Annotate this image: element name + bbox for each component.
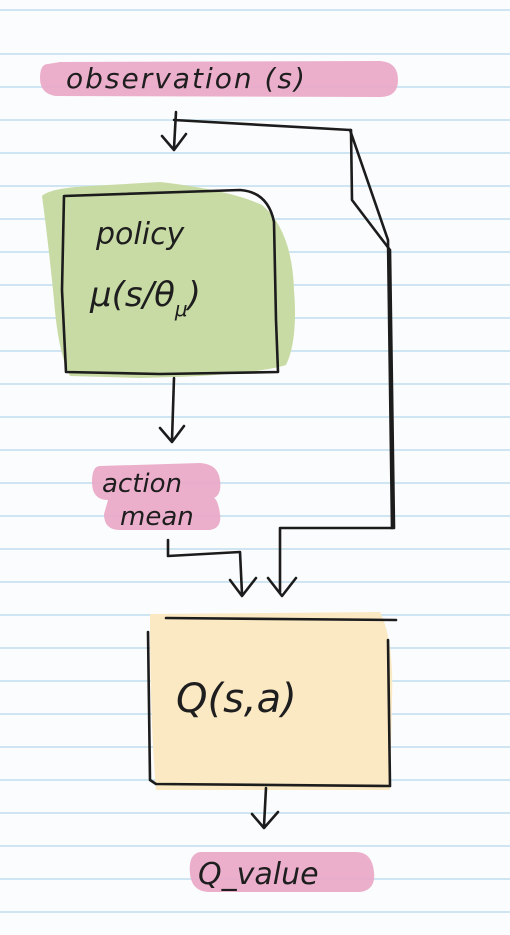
- arrow-policy-to-action: [158, 376, 186, 444]
- observation-highlight: [40, 61, 398, 97]
- critic-fill: [150, 612, 393, 790]
- critic-label: Q(s,a): [176, 676, 297, 722]
- observation-node: observation (s): [40, 61, 398, 97]
- policy-formula-close: ): [185, 275, 201, 315]
- policy-formula-main: μ(s/θ: [89, 275, 175, 315]
- skip-connection-vertical: [348, 128, 394, 530]
- critic-node: Q(s,a): [146, 612, 398, 790]
- action-mean-node: action mean: [92, 463, 221, 532]
- arrow-critic-to-qvalue: [250, 786, 280, 830]
- arrow-action-to-critic: [166, 538, 258, 598]
- policy-title: policy: [95, 217, 186, 252]
- arrow-observation-to-policy: [160, 110, 188, 152]
- policy-node: policy μ(s/θμ): [42, 182, 295, 378]
- q-value-highlight: [189, 852, 375, 892]
- observation-label: observation (s): [66, 62, 307, 95]
- critic-outline: [146, 616, 398, 788]
- action-label-line1: action: [102, 469, 182, 499]
- action-label-line2: mean: [120, 502, 194, 532]
- q-value-label: Q_value: [198, 857, 319, 892]
- action-highlight: [92, 463, 221, 530]
- policy-fill: [42, 182, 295, 378]
- policy-outline: [60, 188, 280, 376]
- policy-formula: μ(s/θμ): [89, 275, 201, 321]
- q-value-node: Q_value: [189, 852, 375, 892]
- policy-formula-subscript: μ: [174, 297, 188, 321]
